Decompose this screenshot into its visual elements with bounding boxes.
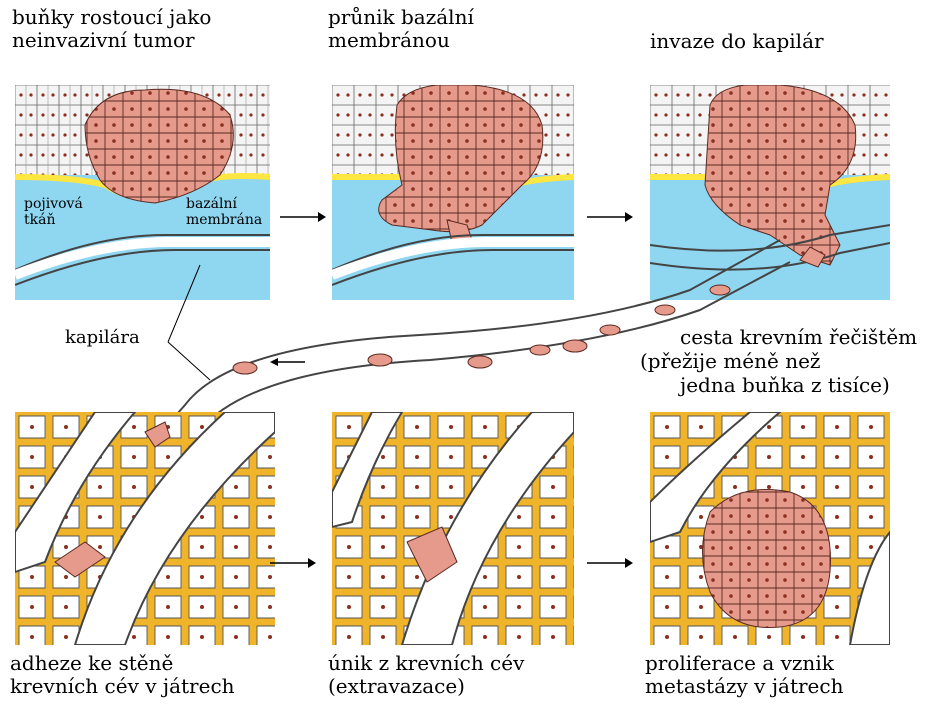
- label-bloodstream: cesta krevním řečištěm (přežije méně než…: [640, 325, 917, 397]
- label-proliferation: proliferace a vznik metastázy v játrech: [645, 652, 843, 698]
- label-adhesion-line1: adheze ke stěně: [10, 652, 235, 675]
- arrow-step4: [585, 556, 635, 570]
- label-bloodstream-line2: (přežije méně než: [640, 349, 917, 373]
- kapilara-pointer: [168, 342, 210, 380]
- label-bloodstream-line1: cesta krevním řečištěm: [640, 325, 917, 349]
- label-extravasation-line2: (extravazace): [328, 675, 524, 698]
- panel-adhesion: [15, 412, 275, 645]
- label-proliferation-line2: metastázy v játrech: [645, 675, 843, 698]
- label-capillary: kapilára: [65, 328, 140, 349]
- arrow-step3: [268, 556, 318, 570]
- label-adhesion-line2: krevních cév v játrech: [10, 675, 235, 698]
- label-extravasation-line1: únik z krevních cév: [328, 652, 524, 675]
- panel-proliferation: [650, 412, 890, 645]
- label-adhesion: adheze ke stěně krevních cév v játrech: [10, 652, 235, 698]
- metastasis-mass: [703, 490, 831, 628]
- label-extravasation: únik z krevních cév (extravazace): [328, 652, 524, 698]
- flow-arrow-left: [270, 358, 305, 366]
- label-bloodstream-line3: jedna buňka z tisíce): [640, 373, 917, 397]
- label-proliferation-line1: proliferace a vznik: [645, 652, 843, 675]
- panel-extravasation: [332, 412, 574, 645]
